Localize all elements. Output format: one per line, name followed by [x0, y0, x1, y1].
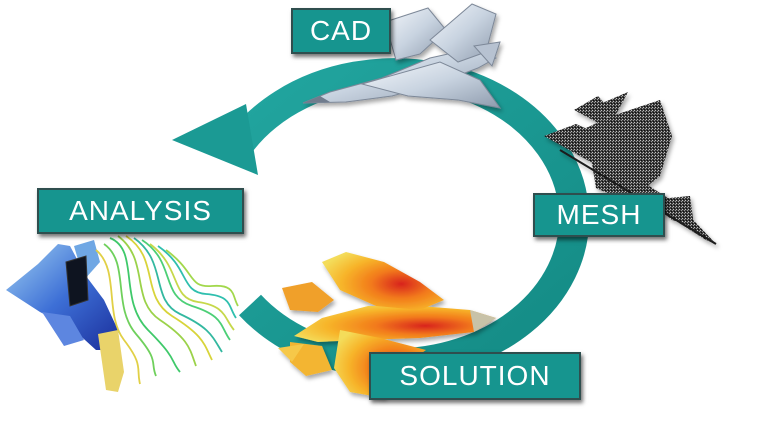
- streamlines: [95, 235, 239, 385]
- cad-label-box: CAD: [291, 8, 391, 54]
- mesh-label-box: MESH: [533, 193, 665, 237]
- cad-jet-image: [302, 3, 502, 109]
- cycle-arrowhead: [172, 104, 258, 175]
- analysis-label: ANALYSIS: [69, 195, 212, 226]
- solution-label: SOLUTION: [399, 360, 551, 391]
- mesh-label: MESH: [556, 199, 642, 230]
- solution-label-box: SOLUTION: [369, 352, 581, 400]
- analysis-jet-image: [6, 235, 239, 392]
- cad-label: CAD: [309, 15, 373, 46]
- analysis-label-box: ANALYSIS: [37, 188, 244, 234]
